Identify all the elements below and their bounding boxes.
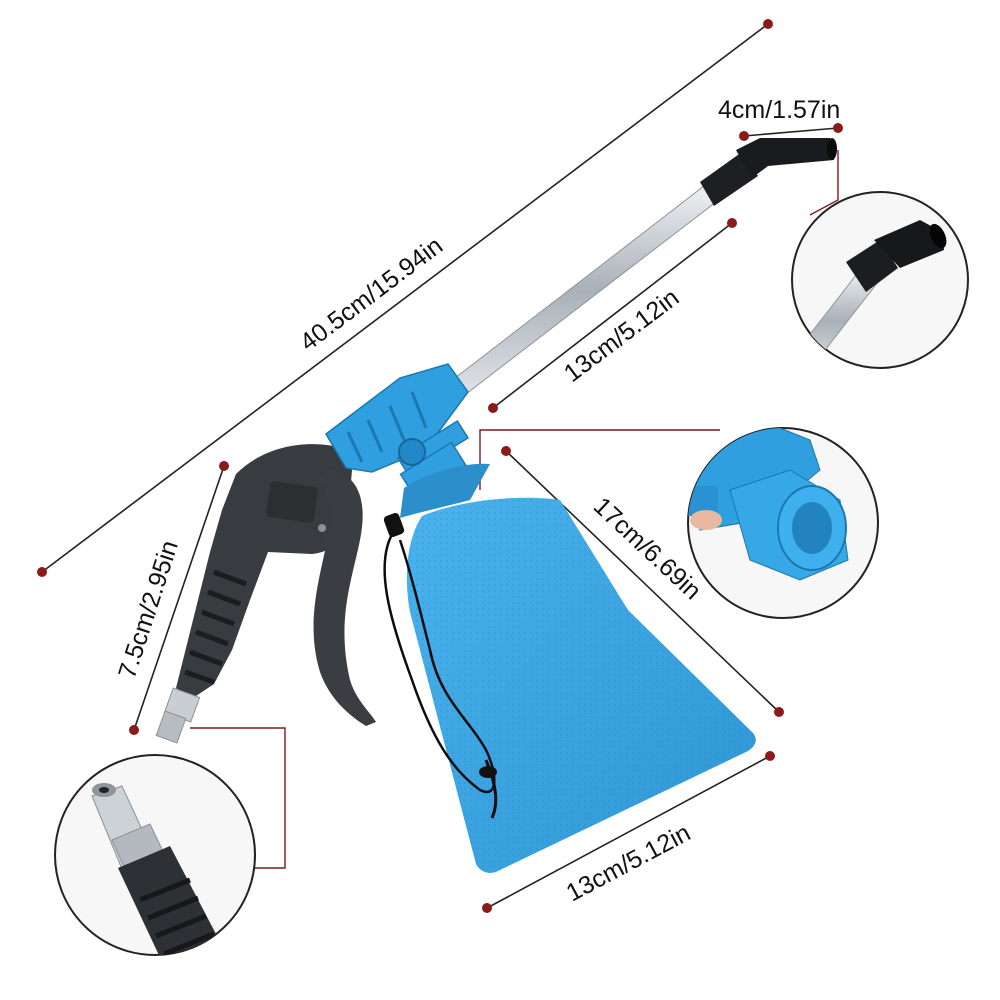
total-length-line	[41, 23, 769, 573]
bag-height-line	[505, 450, 780, 713]
quick-coupler-icon	[155, 687, 201, 744]
nozzle-tip-line	[743, 127, 839, 137]
air-blow-gun-icon	[155, 138, 837, 744]
drawstring-bag-icon	[383, 463, 756, 873]
tube-length-line	[492, 222, 733, 409]
trigger	[313, 470, 376, 726]
grip-ribs	[184, 569, 247, 685]
valve-ribs	[346, 391, 428, 463]
bag-width-line	[486, 755, 771, 909]
bent-nozzle-tip	[736, 138, 834, 178]
dimension-endpoints	[37, 19, 843, 913]
nozzle-tip-label: 4cm/1.57in	[718, 96, 840, 124]
quick-coupler-detail	[54, 754, 256, 956]
bent-nozzle-detail	[791, 191, 969, 369]
handle-height-label: 7.5cm/2.95in	[113, 537, 184, 682]
bag-gathered-top	[400, 463, 490, 518]
nozzle-sleeve	[700, 152, 758, 206]
bottle-connector-detail	[687, 427, 879, 619]
dimension-lines	[41, 23, 839, 909]
handle-height-line	[133, 465, 225, 731]
total-length-label: 40.5cm/15.94in	[295, 232, 448, 357]
